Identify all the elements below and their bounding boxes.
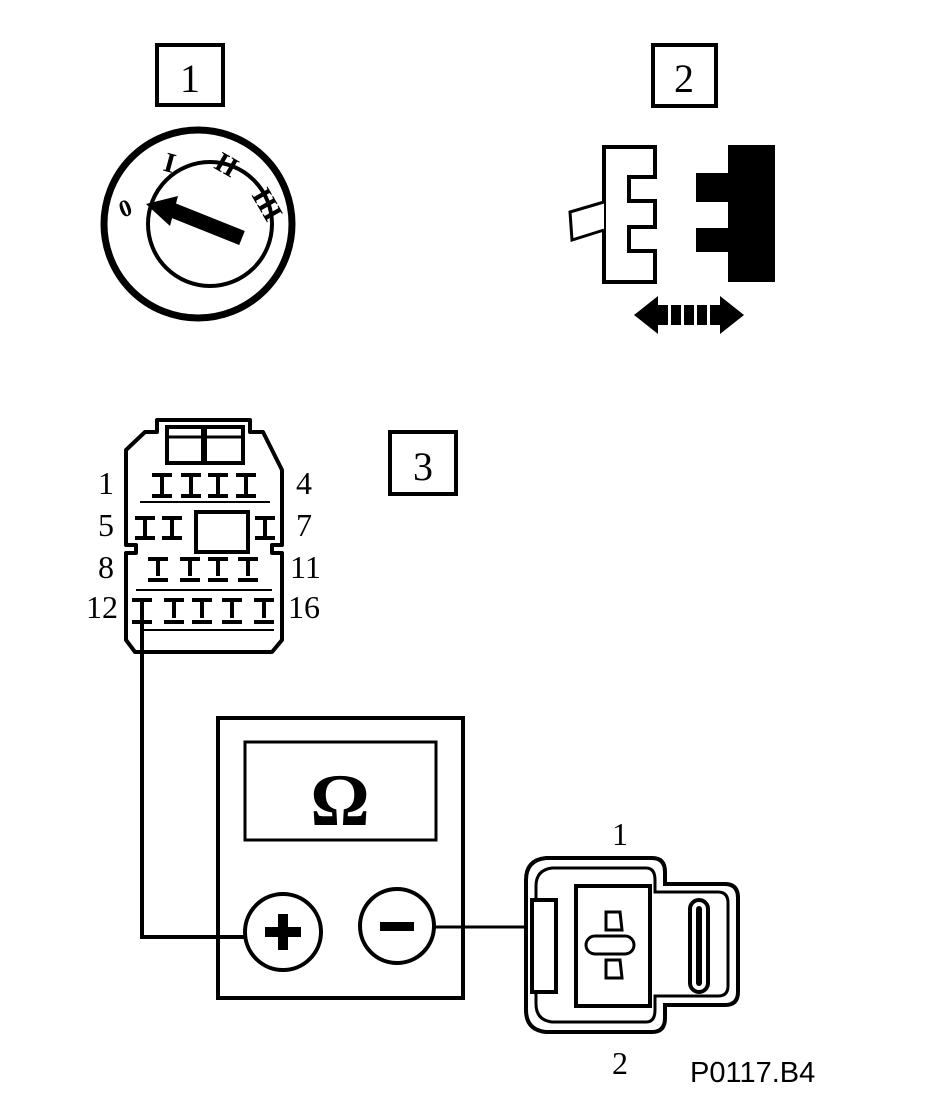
connector-16-pin — [124, 418, 284, 654]
terminal-row-4 — [132, 598, 274, 624]
pin-label-12: 12 — [86, 589, 118, 625]
pin-label-1: 1 — [98, 465, 114, 501]
plus-terminal — [243, 892, 323, 972]
step-1-number: 1 — [180, 56, 200, 101]
connector-pin-2-label: 2 — [612, 1045, 628, 1081]
step-3-box: 3 — [388, 430, 458, 496]
step-1-box: 1 — [155, 43, 225, 107]
pin-label-4: 4 — [296, 465, 312, 501]
connector-disconnect-icon — [568, 145, 775, 334]
terminal-row-1 — [152, 473, 256, 498]
ignition-switch: 0 I II III — [100, 126, 296, 322]
pin-1-terminal — [604, 910, 624, 932]
terminal-row-2 — [135, 516, 275, 540]
ohm-symbol: Ω — [310, 760, 369, 842]
connector-2-pin — [524, 856, 740, 1034]
minus-terminal — [358, 887, 436, 965]
figure-reference: P0117.B4 — [690, 1057, 815, 1089]
pin-label-16: 16 — [288, 589, 320, 625]
step-3-number: 3 — [413, 444, 433, 489]
double-arrow-icon — [634, 296, 744, 334]
connector-pin-1-label: 1 — [612, 816, 628, 852]
terminal-row-3 — [148, 557, 258, 582]
step-2-number: 2 — [674, 56, 694, 101]
pin-label-7: 7 — [296, 507, 312, 543]
pin-label-5: 5 — [98, 507, 114, 543]
ohmmeter: Ω — [216, 716, 465, 1000]
step-2-box: 2 — [651, 43, 718, 108]
pin-label-8: 8 — [98, 549, 114, 585]
pin-2-terminal — [604, 958, 624, 980]
pin-label-11: 11 — [290, 549, 321, 585]
minus-icon — [380, 922, 414, 931]
meter-display — [243, 740, 438, 842]
key-pointer-icon — [146, 196, 245, 245]
positive-lead — [140, 618, 245, 939]
